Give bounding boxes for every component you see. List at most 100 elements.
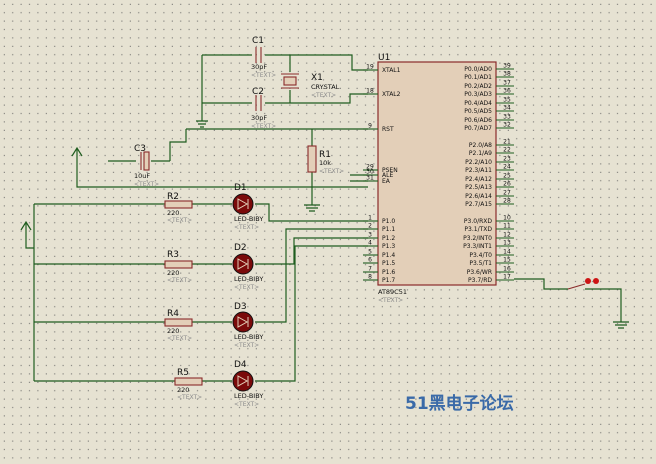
r3-text-placeholder: <TEXT> [167,277,192,284]
resistor-r5[interactable]: R5 220 <TEXT> [174,368,203,401]
pin-label: P3.2/INT0 [463,235,492,242]
pin-label: P1.1 [382,226,395,233]
capacitor-c1[interactable]: C1 30pF <TEXT> [251,36,276,79]
pin-label: P1.7 [382,277,395,284]
push-button-switch[interactable] [567,278,599,290]
pin-number: 35 [503,97,511,104]
pin-number: 6 [368,257,372,264]
pin-label: P0.2/AD2 [464,83,492,90]
capacitor-c3[interactable]: C3 10uF <TEXT> [134,144,159,188]
resistor-r1[interactable]: R1 10k <TEXT> [307,145,344,175]
pin-label: P3.4/T0 [469,252,492,259]
led-d3[interactable]: D3 LED-BIBY <TEXT> [232,302,263,349]
left-pin: 7P1.6 [363,266,395,276]
pin-label: ALE [382,172,393,179]
pin-label: P3.5/T1 [469,260,492,267]
left-pin: 5 P1.4 [363,249,395,259]
pin-label: P2.7/A15 [465,201,492,208]
left-pin: 1P1.0 [363,215,395,225]
c1-value: 30pF [251,63,267,71]
d4-value: LED-BIBY [234,392,263,400]
led-d1[interactable]: D1 LED-BIBY <TEXT> [232,183,263,231]
r2-ref: R2 [167,192,179,202]
power-terminal-vcc-1[interactable] [71,146,83,160]
right-pin: 22 P2.1/A9 [469,147,514,157]
left-pin: 6P1.5 [363,257,395,267]
pin-number: 18 [366,88,374,95]
pin-number: 31 [366,175,374,182]
right-pin: 12 P3.2/INT0 [463,232,514,242]
x1-text-placeholder: <TEXT> [311,92,336,99]
pin-label: P2.3/A11 [465,167,492,174]
pin-label: P2.1/A9 [469,150,492,157]
pin-number: 13 [503,240,511,247]
u1-ref: U1 [378,53,390,63]
d4-ref: D4 [234,360,247,370]
pin-number: 17 [503,274,511,281]
pin-number: 16 [503,266,511,273]
capacitor-c2[interactable]: C2 30pF <TEXT> [251,87,276,130]
c1-text-placeholder: <TEXT> [251,72,276,79]
c2-text-placeholder: <TEXT> [251,123,276,130]
pin-label: P2.5/A13 [465,184,492,191]
resistor-r2[interactable]: R2 220 <TEXT> [164,192,193,224]
pin-number: 28 [503,198,511,205]
pin-number: 12 [503,232,511,239]
pin-number: 36 [503,88,511,95]
crystal-x1[interactable]: X1 CRYSTAL <TEXT> [281,73,340,99]
resistor-r4[interactable]: R4 220 <TEXT> [164,309,193,342]
c2-value: 30pF [251,114,267,122]
left-pin: 8 P1.7 [363,274,395,284]
pin-number: 33 [503,114,511,121]
r1-value: 10k [319,159,331,167]
pin-number: 5 [368,249,372,256]
led-d2[interactable]: D2 LED-BIBY <TEXT> [232,243,263,291]
pin-label: P0.6/AD6 [464,117,492,124]
d3-ref: D3 [234,302,247,312]
r4-value: 220 [167,327,179,335]
left-pin: 4P1.3 [363,240,395,250]
left-pins: 19XTAL118XTAL29RST29PSEN30ALE31EA1P1.02P… [363,64,401,284]
mcu-u1[interactable]: U1 AT89C51 <TEXT> 19XTAL118XTAL29RST29PS… [363,53,514,304]
pin-label: P1.4 [382,252,395,259]
pin-number: 37 [503,80,511,87]
d3-value: LED-BIBY [234,333,263,341]
pin-label: P0.3/AD3 [464,91,492,98]
c3-text-placeholder: <TEXT> [134,181,159,188]
power-terminal-vcc-2[interactable] [20,220,32,233]
r1-ref: R1 [319,150,331,160]
u1-part: AT89C51 [378,288,407,296]
c3-value: 10uF [134,172,150,180]
c1-ref: C1 [252,36,264,46]
pin-label: P1.6 [382,269,395,276]
resistor-r3[interactable]: R3 220 <TEXT> [164,250,193,284]
pin-label: XTAL2 [382,91,401,98]
r2-text-placeholder: <TEXT> [167,217,192,224]
pin-label: P2.2/A10 [465,159,492,166]
pin-number: 22 [503,147,511,154]
pin-number: 3 [368,232,372,239]
d4-text-placeholder: <TEXT> [234,401,259,408]
pin-label: P0.1/AD1 [464,74,492,81]
pin-number: 8 [368,274,372,281]
led-d4[interactable]: D4 LED-BIBY <TEXT> [232,360,263,408]
pin-label: PSEN [382,167,398,174]
d1-ref: D1 [234,183,247,193]
pin-number: 27 [503,190,511,197]
right-pin: 36 P0.3/AD3 [464,88,514,98]
